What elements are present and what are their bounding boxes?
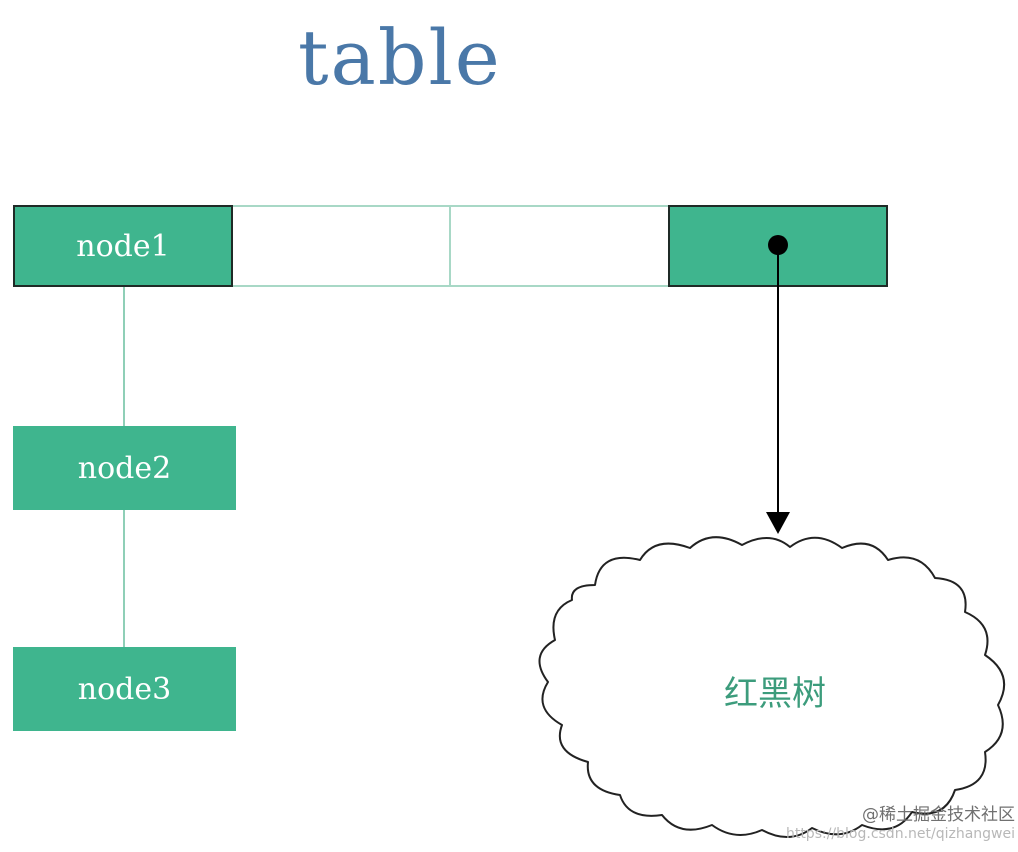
chain-node-3-label: node3 — [77, 671, 172, 707]
chain-link-1-2 — [123, 287, 125, 426]
pointer-arrowhead — [766, 512, 790, 534]
table-slot-3 — [449, 205, 669, 287]
table-slot-1: node1 — [13, 205, 233, 287]
watermark-line-1: @稀土掘金技术社区 — [862, 805, 1015, 825]
chain-node-2-label: node2 — [77, 450, 172, 486]
chain-link-2-3 — [123, 510, 125, 647]
red-black-tree-label: 红黑树 — [724, 673, 826, 714]
table-slot-4 — [668, 205, 888, 287]
table-slot-1-label: node1 — [76, 228, 170, 264]
table-slot-2 — [233, 205, 450, 287]
watermark: @稀土掘金技术社区 https://blog.csdn.net/qizhangw… — [780, 805, 1015, 849]
chain-node-3: node3 — [13, 647, 236, 731]
diagram-title: table — [298, 13, 502, 102]
chain-node-2: node2 — [13, 426, 236, 510]
watermark-line-2: https://blog.csdn.net/qizhangwei — [785, 826, 1015, 842]
